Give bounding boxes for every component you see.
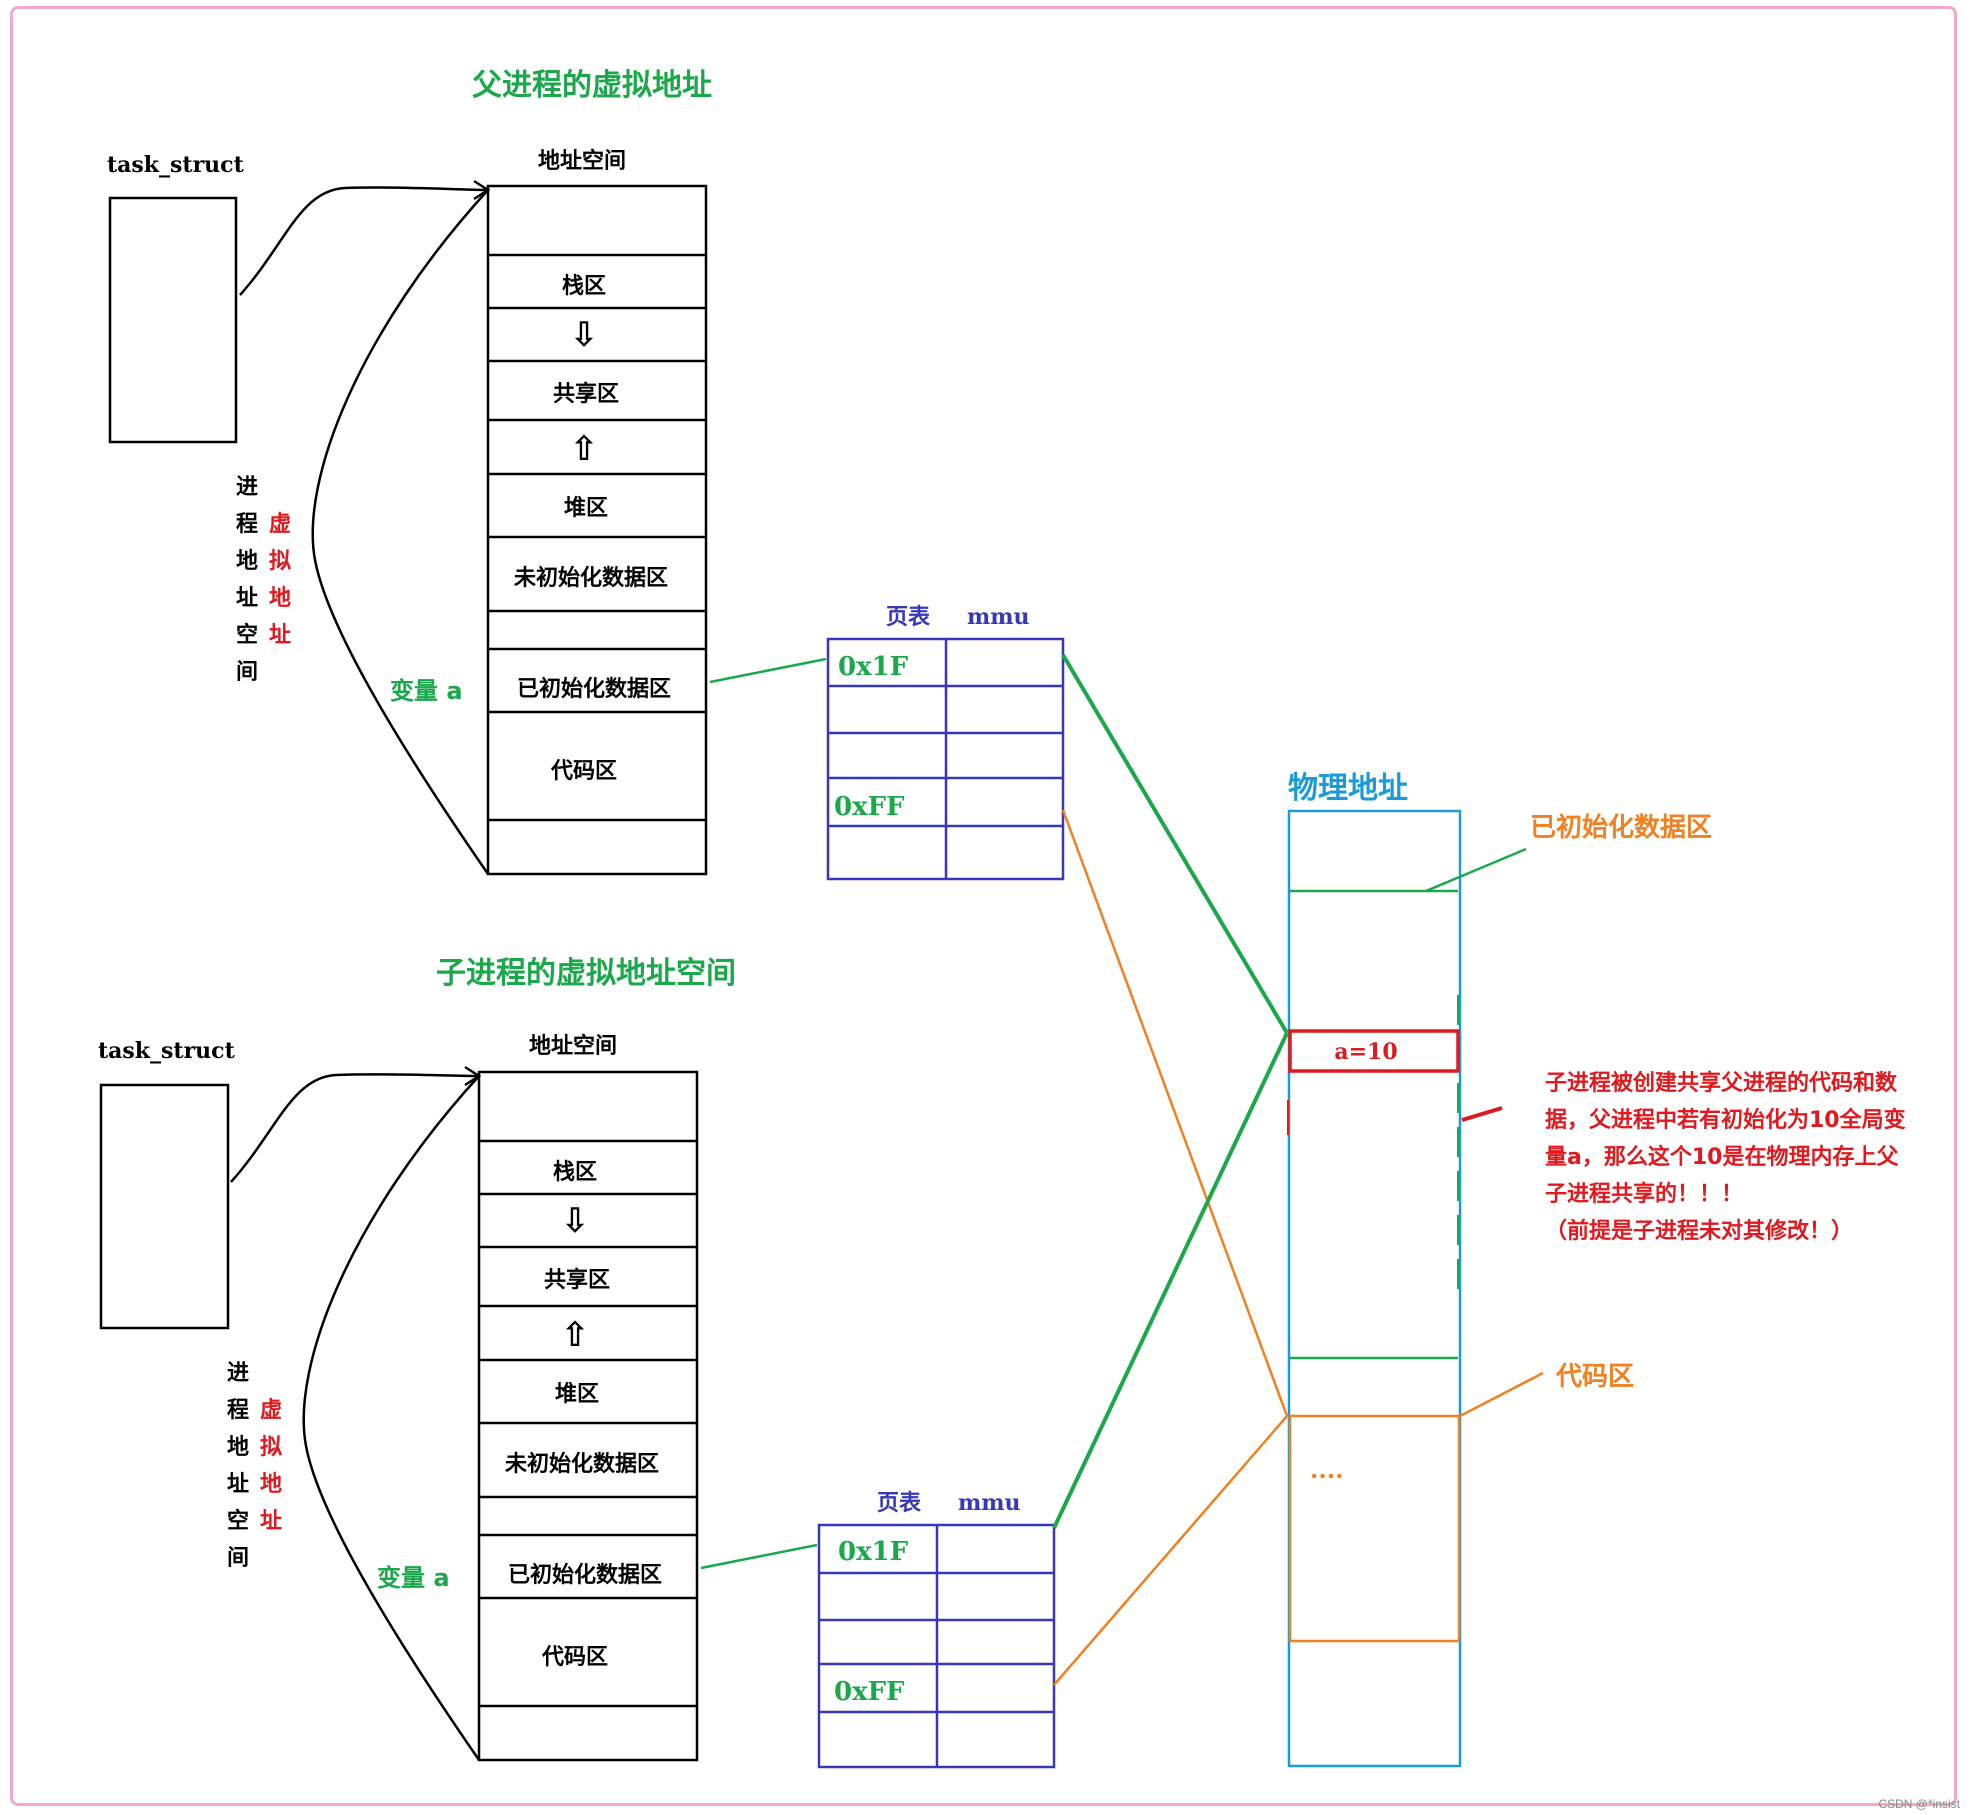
parent-side-red: 拟 bbox=[269, 549, 291, 574]
parent-side-label: 进 程 地 址 空 间 虚 拟 地 址 bbox=[236, 475, 291, 685]
physical-note-line: 据，父进程中若有初始化为10全局变 bbox=[1545, 1107, 1906, 1133]
parent-addr-space-label: 地址空间 bbox=[538, 148, 626, 174]
child-page-table: 页表 mmu 0x1F 0xFF bbox=[817, 1490, 1056, 1769]
child-side-red: 拟 bbox=[260, 1435, 282, 1460]
child-variable-label: 变量 a bbox=[377, 1564, 450, 1592]
child-mmu-label: mmu bbox=[958, 1490, 1021, 1516]
parent-page-table-label: 页表 bbox=[886, 605, 931, 630]
parent-0x1f-mapping-line bbox=[1061, 653, 1289, 1035]
physical-init-leader-line bbox=[1425, 847, 1527, 893]
parent-seg-stack: 栈区 bbox=[562, 274, 606, 299]
parent-side-black: 间 bbox=[236, 660, 258, 685]
parent-side-red: 虚 bbox=[269, 511, 291, 537]
parent-side-black: 空 bbox=[236, 622, 258, 648]
parent-side-black: 址 bbox=[236, 586, 258, 611]
physical-dots: .... bbox=[1310, 1455, 1343, 1484]
parent-side-black: 进 bbox=[236, 475, 258, 500]
child-side-black: 进 bbox=[227, 1361, 249, 1386]
physical-note-leader-line bbox=[1461, 1106, 1503, 1122]
parent-process: 父进程的虚拟地址 task_struct 地址空间 栈区 ⇩ 共享区 ⇧ 堆区 … bbox=[107, 68, 1065, 881]
child-seg-shared: 共享区 bbox=[544, 1267, 610, 1293]
physical-note-line: （前提是子进程未对其修改！） bbox=[1545, 1218, 1853, 1244]
parent-task-pointer-arrow bbox=[239, 186, 489, 296]
child-side-black: 间 bbox=[227, 1546, 249, 1571]
parent-side-black: 程 bbox=[236, 512, 258, 537]
child-bracket-curve bbox=[302, 1075, 481, 1761]
child-task-pointer-arrow bbox=[230, 1073, 480, 1183]
parent-arrow-down-icon: ⇩ bbox=[570, 315, 599, 355]
child-side-black: 空 bbox=[227, 1508, 249, 1534]
parent-arrow-up-icon: ⇧ bbox=[570, 429, 599, 469]
parent-pt-addr-0x1f: 0x1F bbox=[838, 652, 909, 682]
parent-side-red: 址 bbox=[269, 623, 291, 648]
child-seg-code: 代码区 bbox=[541, 1645, 608, 1670]
child-side-red: 址 bbox=[260, 1509, 282, 1534]
child-pt-addr-0x1f: 0x1F bbox=[838, 1537, 909, 1567]
child-addr-space-label: 地址空间 bbox=[529, 1033, 617, 1059]
child-arrow-up-icon: ⇧ bbox=[561, 1315, 590, 1355]
child-seg-init: 已初始化数据区 bbox=[508, 1562, 662, 1588]
child-addr-space-box bbox=[477, 1070, 699, 1762]
physical-code-region bbox=[1288, 1414, 1461, 1643]
child-task-struct-label: task_struct bbox=[98, 1038, 236, 1064]
child-seg-heap: 堆区 bbox=[555, 1382, 599, 1407]
parent-seg-init: 已初始化数据区 bbox=[517, 676, 671, 702]
parent-addr-space: 栈区 ⇩ 共享区 ⇧ 堆区 未初始化数据区 已初始化数据区 代码区 bbox=[486, 184, 708, 876]
parent-0xff-mapping-line bbox=[1061, 809, 1289, 1417]
physical-note-line: 子进程被创建共享父进程的代码和数 bbox=[1545, 1070, 1898, 1096]
child-title: 子进程的虚拟地址空间 bbox=[436, 956, 736, 991]
child-arrow-down-icon: ⇩ bbox=[561, 1201, 590, 1241]
physical-note-line: 量a，那么这个10是在物理内存上父 bbox=[1545, 1144, 1899, 1170]
child-page-table-label: 页表 bbox=[877, 1491, 922, 1516]
physical-code-label: 代码区 bbox=[1555, 1362, 1634, 1392]
parent-mmu-label: mmu bbox=[967, 604, 1030, 630]
parent-seg-heap: 堆区 bbox=[564, 496, 608, 521]
physical-var-cell bbox=[1288, 1029, 1460, 1073]
parent-seg-shared: 共享区 bbox=[553, 381, 619, 407]
mapping-connectors bbox=[700, 653, 1289, 1686]
physical-memory: 物理地址 a=10 .... 已初始化数据区 代码区 子进程被创建共享父进程的代… bbox=[1287, 771, 1906, 1768]
child-process: 子进程的虚拟地址空间 task_struct 地址空间 栈区 ⇩ 共享区 ⇧ 堆… bbox=[98, 956, 1056, 1769]
parent-variable-label: 变量 a bbox=[390, 677, 463, 705]
child-side-black: 程 bbox=[227, 1398, 249, 1423]
parent-side-black: 地 bbox=[236, 549, 258, 574]
parent-var-to-pagetable-line bbox=[709, 657, 827, 684]
child-side-label: 进 程 地 址 空 间 虚 拟 地 址 bbox=[227, 1361, 282, 1571]
child-seg-uninit: 未初始化数据区 bbox=[505, 1451, 659, 1477]
child-seg-stack: 栈区 bbox=[553, 1160, 597, 1185]
child-0x1f-mapping-line bbox=[1052, 1032, 1289, 1529]
physical-title: 物理地址 bbox=[1288, 771, 1408, 806]
parent-seg-code: 代码区 bbox=[550, 759, 617, 784]
child-addr-space: 栈区 ⇩ 共享区 ⇧ 堆区 未初始化数据区 已初始化数据区 代码区 bbox=[477, 1070, 699, 1762]
child-task-struct-box bbox=[99, 1083, 230, 1330]
child-side-red: 地 bbox=[260, 1472, 282, 1497]
child-side-black: 址 bbox=[227, 1472, 249, 1497]
watermark: CSDN @*insist bbox=[1878, 1797, 1960, 1811]
child-var-to-pagetable-line bbox=[700, 1543, 818, 1570]
parent-seg-uninit: 未初始化数据区 bbox=[514, 565, 668, 591]
parent-task-struct-label: task_struct bbox=[107, 152, 245, 178]
child-side-black: 地 bbox=[227, 1435, 249, 1460]
parent-page-table: 页表 mmu 0x1F 0xFF bbox=[826, 604, 1065, 881]
parent-task-struct-box bbox=[108, 196, 238, 444]
parent-side-red: 地 bbox=[269, 586, 291, 611]
physical-init-label: 已初始化数据区 bbox=[1530, 813, 1712, 843]
parent-title: 父进程的虚拟地址 bbox=[472, 68, 712, 103]
child-0xff-mapping-line bbox=[1053, 1415, 1288, 1686]
parent-addr-space-box bbox=[486, 184, 708, 876]
child-pt-addr-0xff: 0xFF bbox=[834, 1677, 905, 1707]
parent-bracket-curve bbox=[311, 189, 490, 875]
diagram-frame bbox=[10, 6, 1957, 1806]
physical-memory-box bbox=[1287, 809, 1462, 1768]
parent-pt-addr-0xff: 0xFF bbox=[834, 792, 905, 822]
physical-code-leader-line bbox=[1459, 1371, 1544, 1418]
physical-note-line: 子进程共享的！！！ bbox=[1545, 1181, 1743, 1207]
physical-var-value: a=10 bbox=[1334, 1039, 1397, 1065]
child-side-red: 虚 bbox=[260, 1397, 282, 1423]
